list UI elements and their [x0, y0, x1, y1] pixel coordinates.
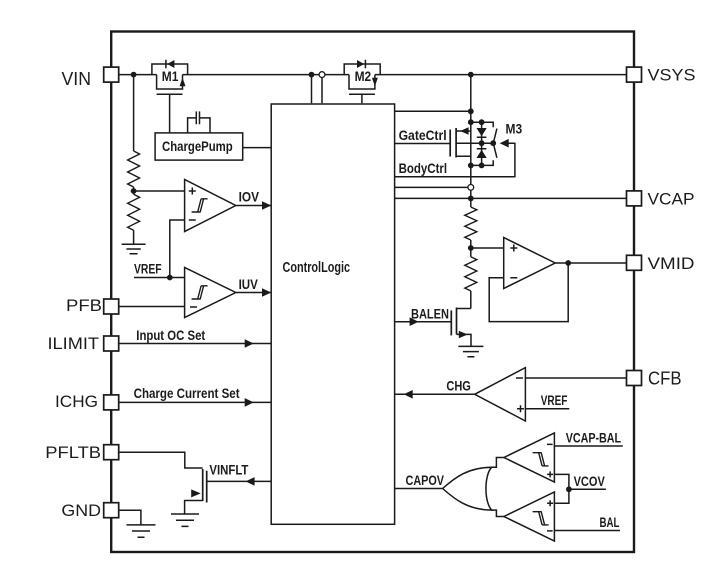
- svg-text:Input OC Set: Input OC Set: [136, 328, 205, 343]
- svg-text:ControlLogic: ControlLogic: [283, 260, 351, 276]
- svg-text:ILIMIT: ILIMIT: [48, 334, 100, 353]
- svg-text:Charge Current Set: Charge Current Set: [134, 386, 240, 401]
- svg-text:VMID: VMID: [648, 254, 695, 273]
- svg-text:GateCtrl: GateCtrl: [399, 128, 447, 143]
- svg-text:IOV: IOV: [239, 190, 259, 205]
- svg-text:VIN: VIN: [62, 69, 92, 89]
- svg-text:ICHG: ICHG: [55, 392, 98, 411]
- svg-text:VCAP-BAL: VCAP-BAL: [566, 431, 621, 446]
- svg-text:VCAP: VCAP: [648, 190, 695, 209]
- svg-text:PFB: PFB: [66, 296, 102, 315]
- svg-text:IUV: IUV: [239, 277, 258, 292]
- svg-text:PFLTB: PFLTB: [45, 443, 101, 462]
- svg-text:GND: GND: [61, 501, 101, 520]
- svg-text:M2: M2: [355, 69, 372, 84]
- svg-text:CFB: CFB: [648, 369, 682, 389]
- svg-text:VSYS: VSYS: [648, 66, 696, 85]
- svg-text:BodyCtrl: BodyCtrl: [399, 161, 448, 176]
- svg-text:BAL: BAL: [600, 515, 620, 530]
- svg-text:BALEN: BALEN: [411, 306, 449, 321]
- svg-text:VINFLT: VINFLT: [209, 463, 249, 478]
- svg-text:M1: M1: [162, 69, 179, 84]
- svg-text:ChargePump: ChargePump: [162, 139, 233, 154]
- svg-text:M3: M3: [506, 121, 523, 136]
- svg-text:VREF: VREF: [134, 262, 162, 277]
- svg-text:VREF: VREF: [541, 393, 568, 408]
- svg-text:CAPOV: CAPOV: [406, 473, 445, 488]
- svg-text:CHG: CHG: [446, 379, 471, 394]
- svg-text:VCOV: VCOV: [574, 474, 605, 489]
